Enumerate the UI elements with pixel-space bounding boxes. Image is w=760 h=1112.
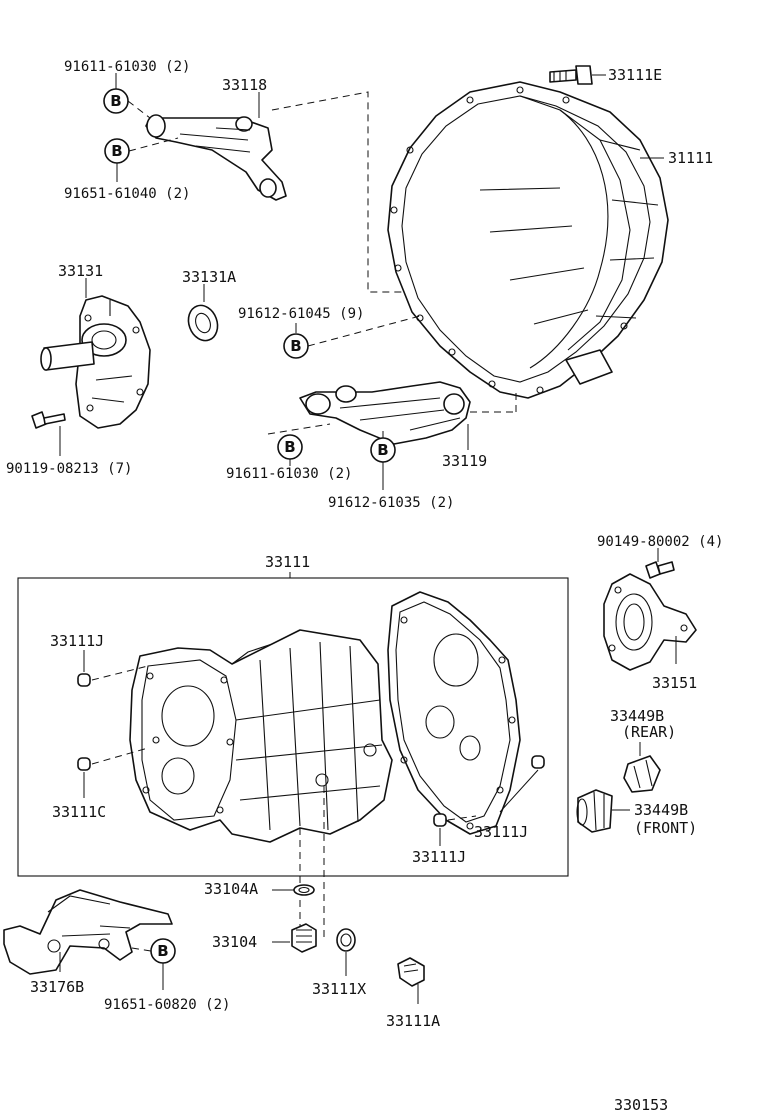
label-33118: 33118 [222,76,267,94]
bolt-marker-b: B [150,938,176,964]
label-33111x: 33111X [312,980,366,998]
transmission-case-33111 [129,591,521,843]
label-91651-61040: 91651-61040 (2) [64,186,190,202]
dowel-pin-33111j [77,673,91,687]
breather-plug-33111a [397,957,425,987]
label-33104: 33104 [212,933,257,951]
label-90149-80002: 90149-80002 (4) [597,534,723,550]
bearing-retainer-33151 [603,573,697,671]
speedometer-gear-front [576,789,613,833]
label-91651-60820: 91651-60820 (2) [104,997,230,1013]
bolt-33111e [549,65,593,85]
label-91611-61030-top: 91611-61030 (2) [64,59,190,75]
bolt-90119-08213 [31,411,66,429]
label-91612-61035: 91612-61035 (2) [328,495,454,511]
label-33111c: 33111C [52,803,106,821]
dowel-pin-33111j [433,813,447,827]
label-33119: 33119 [442,452,487,470]
label-91611-61030-mid: 91611-61030 (2) [226,466,352,482]
dowel-pin-33111j [531,755,545,769]
front-note: (FRONT) [634,819,697,837]
label-33449b-rear: 33449B [610,707,664,725]
label-33131a: 33131A [182,268,236,286]
label-90119-08213: 90119-08213 (7) [6,461,132,477]
bracket-33119 [299,381,471,445]
catalog-id: 330153 [614,1096,668,1112]
label-33111-box: 33111 [265,553,310,571]
svg-text:B: B [157,942,168,960]
svg-text:B: B [110,92,121,110]
label-33111j-b: 33111J [474,823,528,841]
gasket-33111x [336,928,356,952]
extension-housing-33131 [40,295,151,429]
label-91612-61045: 91612-61045 (9) [238,306,364,322]
case-assembly-frame [17,577,569,877]
bellhousing-31111 [387,81,669,399]
label-33111e: 33111E [608,66,662,84]
bolt-90149-80002 [645,561,675,579]
bolt-marker-b: B [283,333,309,359]
label-33449b-front: 33449B [634,801,688,819]
svg-text:B: B [377,441,388,459]
bracket-33176b [3,889,173,975]
dowel-pin-33111c [77,757,91,771]
svg-text:B: B [284,438,295,456]
label-33131: 33131 [58,262,103,280]
label-33111j-a: 33111J [50,632,104,650]
bolt-marker-b: B [277,434,303,460]
label-33111a: 33111A [386,1012,440,1030]
bolt-marker-b: B [103,88,129,114]
oil-seal-33131a [187,304,219,342]
bolt-marker-b: B [370,437,396,463]
label-33176b: 33176B [30,978,84,996]
gasket-33104a [293,884,315,896]
svg-text:B: B [290,337,301,355]
label-33151: 33151 [652,674,697,692]
rear-note: (REAR) [622,723,676,741]
plug-33104 [291,923,317,953]
label-31111: 31111 [668,149,713,167]
label-33111j-c: 33111J [412,848,466,866]
bracket-33118 [145,114,287,201]
label-33104a: 33104A [204,880,258,898]
svg-text:B: B [111,142,122,160]
speedometer-gear-rear [623,755,661,793]
bolt-marker-b: B [104,138,130,164]
